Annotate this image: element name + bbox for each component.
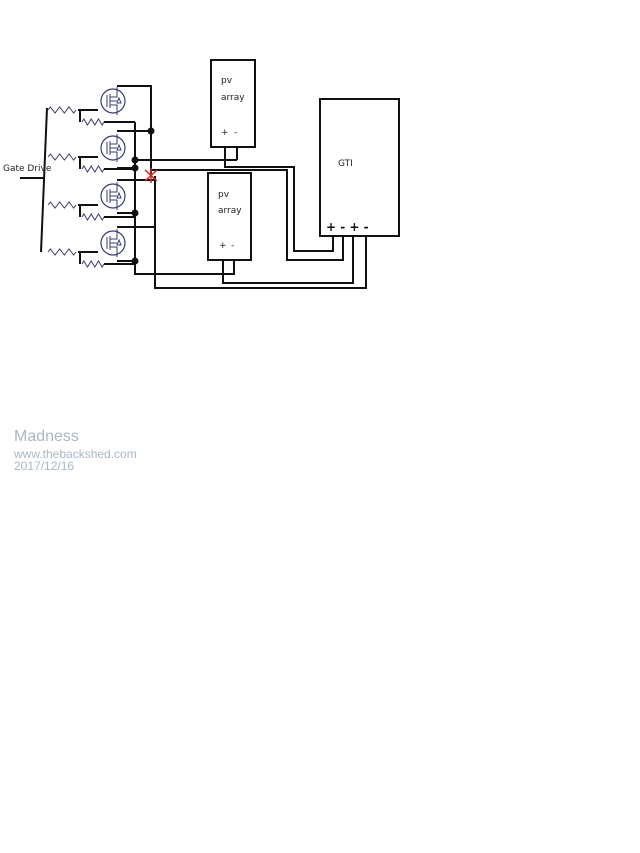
gti-terminals: + - + - — [326, 220, 369, 234]
gate-drive-bus — [20, 107, 48, 253]
mosfet-icon — [100, 88, 126, 114]
mosfet-stage — [47, 87, 135, 126]
watermark-date: 2017/12/16 — [14, 459, 75, 473]
mosfet-stage — [47, 182, 135, 221]
gate-resistor — [47, 248, 77, 256]
pulldown-resistor — [81, 213, 105, 221]
fault-mark-icon — [144, 168, 158, 183]
gate-resistor — [47, 153, 77, 161]
svg-text:-: - — [234, 128, 237, 138]
mosfet-stage — [47, 134, 135, 173]
pulldown-resistor — [81, 165, 105, 173]
wiring — [117, 85, 367, 289]
mosfet-icon — [100, 135, 126, 161]
svg-text:-: - — [231, 241, 234, 251]
svg-text:+: + — [219, 241, 227, 251]
svg-text:pv: pv — [221, 76, 233, 86]
pulldown-resistor — [81, 118, 105, 126]
watermark-site: www.thebackshed.com — [14, 447, 137, 461]
pv-array-top: pv array + - — [210, 59, 256, 148]
junction-dots — [131, 127, 155, 265]
watermark-title: Madness — [14, 428, 79, 445]
svg-text:array: array — [218, 206, 242, 216]
svg-text:+: + — [221, 128, 229, 138]
pv-array-bottom: pv array + - — [207, 172, 252, 261]
pulldown-resistor — [81, 260, 105, 268]
mosfet-icon — [100, 183, 126, 209]
gate-resistor — [47, 106, 77, 114]
gate-resistor — [47, 201, 77, 209]
gate-drive-label: Gate Drive — [3, 164, 52, 174]
svg-text:pv: pv — [218, 190, 230, 200]
svg-text:array: array — [221, 93, 245, 103]
mosfet-stage — [47, 229, 135, 268]
svg-text:GTI: GTI — [338, 159, 353, 169]
gti-box: GTI + - + - — [319, 98, 400, 237]
mosfet-icon — [100, 230, 126, 256]
